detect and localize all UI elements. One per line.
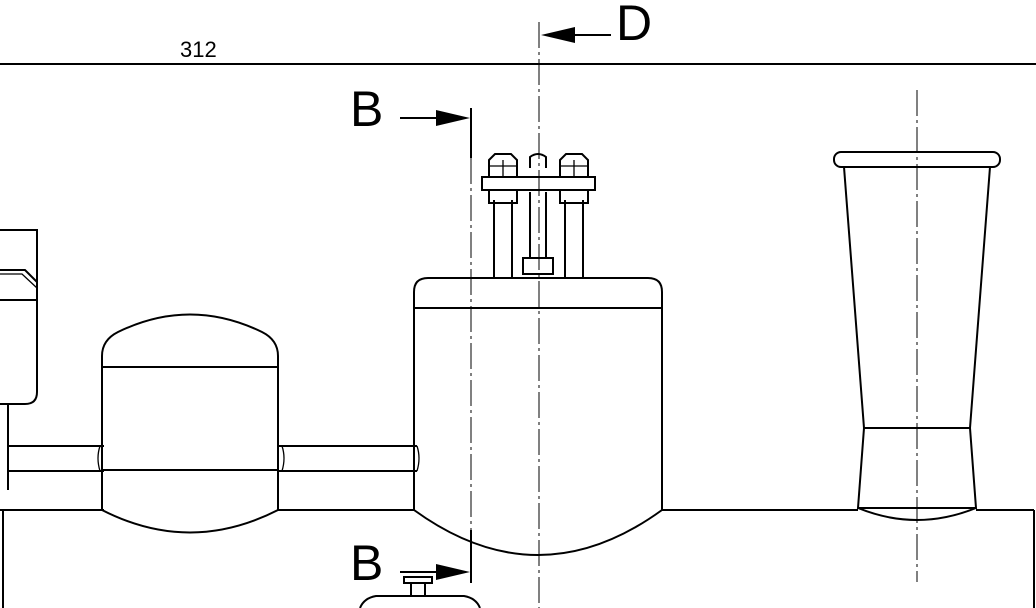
left-fitting: [0, 229, 38, 490]
dome-vessel: [101, 313, 279, 534]
dimension-value: 312: [180, 37, 217, 62]
pipe: [8, 445, 420, 472]
section-b-bottom-arrow: [436, 564, 470, 580]
view-d-arrow: [541, 27, 575, 43]
section-b-marker: B B: [350, 81, 472, 591]
section-b-top-arrow: [436, 110, 470, 126]
centre-lines: [538, 22, 918, 608]
view-d-marker: D: [541, 0, 652, 51]
dimension: 312: [0, 37, 1036, 65]
section-b-top-label: B: [350, 81, 383, 137]
base-line: [0, 509, 1035, 608]
bolt-assembly: [481, 153, 596, 278]
view-d-label: D: [616, 0, 652, 51]
section-b-bottom-label: B: [350, 535, 383, 591]
valve-body: [413, 277, 663, 556]
bottom-cap: [359, 576, 481, 608]
